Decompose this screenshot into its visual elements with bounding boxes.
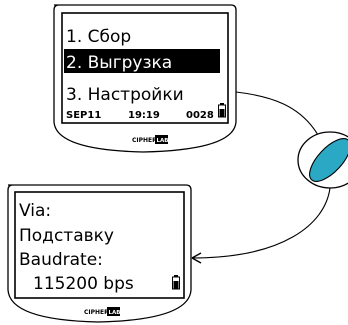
svg-text:LAB: LAB	[109, 310, 121, 316]
status-time: 19:19	[128, 110, 160, 121]
menu-item-upload-highlight	[64, 49, 220, 73]
device-bottom-brand-logo: CIPHER LAB	[84, 307, 120, 316]
arrow-icon	[191, 252, 202, 264]
svg-text:LAB: LAB	[157, 138, 169, 144]
device-top-brand-logo: CIPHER LAB	[132, 135, 168, 144]
info-line-via: Via:	[19, 201, 51, 221]
menu-item-collect[interactable]: 1. Сбор	[66, 27, 131, 47]
battery-icon	[172, 275, 180, 290]
cradle-icon	[297, 131, 348, 189]
svg-text:CIPHER: CIPHER	[132, 137, 157, 144]
connector-line-bottom	[191, 187, 331, 259]
menu-item-settings[interactable]: 3. Настройки	[66, 85, 184, 105]
battery-icon	[218, 103, 226, 118]
menu-item-upload[interactable]: 2. Выгрузка	[66, 53, 172, 73]
status-date: SEP11	[66, 110, 101, 121]
connector-line-top	[235, 91, 319, 136]
device-bottom-screen	[14, 191, 185, 299]
info-line-baudrate-value: 115200 bps	[33, 274, 134, 294]
device-bottom: Via: Подставку Baudrate: 115200 bps CIPH…	[7, 184, 192, 323]
svg-text:CIPHER: CIPHER	[84, 309, 109, 316]
info-line-baudrate-label: Baudrate:	[19, 250, 103, 270]
device-top: 1. Сбор 2. Выгрузка 3. Настройки SEP11 1…	[53, 4, 237, 153]
status-count: 0028	[186, 110, 214, 121]
info-line-cradle: Подставку	[19, 226, 114, 246]
